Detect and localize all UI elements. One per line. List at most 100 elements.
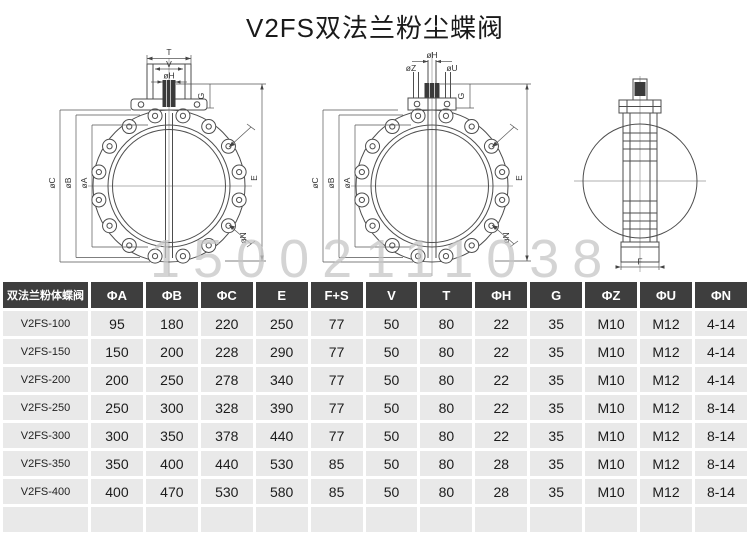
- dim-label-c: øC: [47, 177, 57, 188]
- side-view-drawing: F: [574, 76, 706, 272]
- value-cell: 290: [255, 339, 308, 364]
- model-cell: V2FS-100: [3, 311, 88, 336]
- dim-label-n: øN: [238, 232, 248, 243]
- value-cell: 350: [145, 423, 198, 448]
- valve-stem: [634, 82, 646, 96]
- bolt-hole: [179, 112, 187, 119]
- flange-leader: [491, 123, 519, 148]
- value-cell: [145, 507, 198, 532]
- value-cell: 22: [475, 311, 528, 336]
- bolt-hole: [468, 242, 475, 249]
- dim-label-h: øH: [426, 50, 437, 60]
- bolt-hole: [499, 196, 506, 204]
- disc-profile: [582, 123, 698, 239]
- dim-label-e: E: [249, 175, 259, 181]
- value-cell: [255, 507, 308, 532]
- bolt-hole: [106, 143, 113, 150]
- dim-A: øA: [342, 124, 411, 248]
- bolt-hole: [414, 112, 422, 119]
- dim-H: øH: [412, 50, 452, 64]
- value-cell: M12: [640, 479, 692, 504]
- value-cell: M10: [585, 395, 638, 420]
- value-cell: 77: [310, 367, 363, 392]
- value-cell: 340: [255, 367, 308, 392]
- dim-C: øC: [47, 109, 150, 263]
- value-cell: 530: [200, 479, 253, 504]
- value-cell: 35: [530, 423, 583, 448]
- value-cell: 35: [530, 479, 583, 504]
- bolt-hole: [468, 123, 475, 130]
- dim-G: G: [176, 83, 214, 109]
- value-cell: 50: [365, 395, 418, 420]
- dim-label-b: øB: [326, 177, 336, 188]
- table-header-cell: F+S: [310, 282, 363, 308]
- value-cell: [585, 507, 638, 532]
- value-cell: 80: [420, 395, 473, 420]
- dim-label-t: T: [166, 47, 171, 57]
- value-cell: [200, 507, 253, 532]
- valve-body-side: [618, 78, 662, 263]
- table-header-cell: ΦB: [145, 282, 198, 308]
- value-cell: 8-14: [694, 479, 747, 504]
- value-cell: 470: [145, 479, 198, 504]
- value-cell: 530: [255, 451, 308, 476]
- value-cell: 35: [530, 339, 583, 364]
- value-cell: M10: [585, 367, 638, 392]
- valve-disc: [375, 129, 489, 243]
- model-cell: V2FS-200: [3, 367, 88, 392]
- value-cell: 35: [530, 311, 583, 336]
- value-cell: 50: [365, 339, 418, 364]
- value-cell: 328: [200, 395, 253, 420]
- model-cell: V2FS-350: [3, 451, 88, 476]
- value-cell: [530, 507, 583, 532]
- value-cell: 35: [530, 451, 583, 476]
- value-cell: 50: [365, 311, 418, 336]
- value-cell: M10: [585, 311, 638, 336]
- table-header-cell: ΦH: [475, 282, 528, 308]
- value-cell: [365, 507, 418, 532]
- dim-B: øB: [63, 114, 140, 258]
- value-cell: 350: [91, 451, 143, 476]
- value-cell: 80: [420, 479, 473, 504]
- value-cell: 4-14: [694, 367, 747, 392]
- model-cell: V2FS-300: [3, 423, 88, 448]
- dim-label-g: G: [196, 93, 206, 100]
- model-cell: V2FS-150: [3, 339, 88, 364]
- value-cell: 278: [200, 367, 253, 392]
- table-header-cell: V: [365, 282, 418, 308]
- value-cell: 400: [91, 479, 143, 504]
- value-cell: 300: [91, 423, 143, 448]
- bolt-hole: [106, 222, 113, 229]
- page-title: V2FS双法兰粉尘蝶阀: [245, 13, 505, 43]
- table-header-cell: ΦA: [91, 282, 143, 308]
- value-cell: 390: [255, 395, 308, 420]
- bolt-hole: [442, 112, 450, 119]
- value-cell: 4-14: [694, 311, 747, 336]
- value-cell: [420, 507, 473, 532]
- dim-label-a: øA: [342, 177, 352, 188]
- bolt-holes: [354, 108, 510, 264]
- bolt-hole: [205, 123, 212, 130]
- value-cell: M10: [585, 339, 638, 364]
- dim-label-u: øU: [446, 63, 457, 73]
- value-cell: 250: [145, 367, 198, 392]
- value-cell: M10: [585, 479, 638, 504]
- dim-V: V: [155, 59, 183, 71]
- bolt-hole: [179, 253, 187, 260]
- value-cell: [310, 507, 363, 532]
- value-cell: 95: [91, 311, 143, 336]
- value-cell: 180: [145, 311, 198, 336]
- dim-label-g: G: [456, 93, 466, 100]
- value-cell: 80: [420, 367, 473, 392]
- value-cell: M12: [640, 311, 692, 336]
- dim-label-f: F: [637, 257, 642, 267]
- value-cell: 50: [365, 423, 418, 448]
- middle-valve-drawing: øH øZ øU G E øC: [310, 50, 531, 276]
- value-cell: 28: [475, 479, 528, 504]
- bolt-hole: [499, 168, 506, 176]
- value-cell: 85: [310, 479, 363, 504]
- flange-leader: [228, 123, 256, 148]
